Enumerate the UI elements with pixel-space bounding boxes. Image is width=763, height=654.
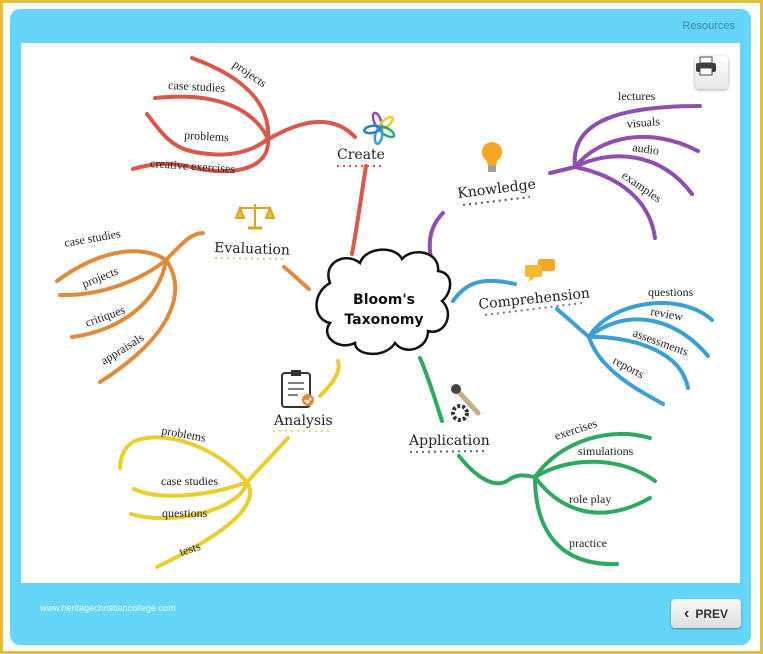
flower-icon xyxy=(362,111,396,146)
create-item-creative-exercises: creative exercises xyxy=(150,156,236,176)
application-item-simulations: simulations xyxy=(578,444,634,458)
application-item-practice: practice xyxy=(569,536,607,550)
speech-bubbles-icon xyxy=(525,259,555,282)
evaluation-item-case-studies: case studies xyxy=(63,226,122,250)
prev-button[interactable]: ‹ PREV xyxy=(671,599,741,628)
analysis-item-questions: questions xyxy=(162,506,208,520)
wrench-gear-icon xyxy=(451,384,481,422)
center-cloud: Bloom's Taxonomy xyxy=(315,248,452,356)
comprehension-item-questions: questions xyxy=(648,285,694,299)
comprehension-branch-lines xyxy=(451,278,714,406)
prev-label: PREV xyxy=(695,606,728,621)
printer-icon xyxy=(696,56,716,76)
knowledge-item-audio: audio xyxy=(632,140,660,158)
scales-icon xyxy=(234,204,276,230)
application-branch-lines xyxy=(418,356,657,567)
category-create[interactable]: Create xyxy=(337,147,385,163)
knowledge-item-visuals: visuals xyxy=(626,114,661,131)
create-item-case-studies: case studies xyxy=(168,78,226,95)
category-knowledge[interactable]: Knowledge xyxy=(457,176,537,201)
main-panel: Resources xyxy=(10,9,751,645)
resources-link[interactable]: Resources xyxy=(682,20,735,32)
evaluation-item-critiques: critiques xyxy=(83,302,127,329)
create-item-projects: projects xyxy=(230,57,269,90)
comprehension-item-review: review xyxy=(649,304,684,324)
category-evaluation[interactable]: Evaluation xyxy=(214,240,290,259)
create-branch-lines xyxy=(131,56,368,256)
mindmap-svg: Bloom's Taxonomy Create Knowledge Evalua… xyxy=(55,56,714,569)
center-title-line2: Taxonomy xyxy=(344,312,423,328)
footer-url[interactable]: www.heritagechristiancollege.com xyxy=(40,603,176,613)
evaluation-item-appraisals: appraisals xyxy=(98,330,146,367)
knowledge-item-lectures: lectures xyxy=(618,89,656,103)
application-item-role-play: role play xyxy=(569,492,611,506)
mindmap-canvas: Bloom's Taxonomy Create Knowledge Evalua… xyxy=(21,43,740,583)
category-application[interactable]: Application xyxy=(408,433,490,449)
category-analysis[interactable]: Analysis xyxy=(273,413,333,429)
clipboard-check-icon xyxy=(281,370,314,408)
analysis-item-case-studies: case studies xyxy=(161,474,218,488)
lightbulb-icon xyxy=(482,142,502,172)
comprehension-item-reports: reports xyxy=(611,353,647,381)
chevron-left-icon: ‹ xyxy=(683,604,690,622)
create-item-problems: problems xyxy=(184,128,230,144)
evaluation-branch-lines xyxy=(55,231,311,384)
print-button[interactable] xyxy=(695,56,728,89)
analysis-item-tests: tests xyxy=(178,539,203,559)
analysis-branch-lines xyxy=(118,359,341,569)
center-title-line1: Bloom's xyxy=(353,292,415,308)
